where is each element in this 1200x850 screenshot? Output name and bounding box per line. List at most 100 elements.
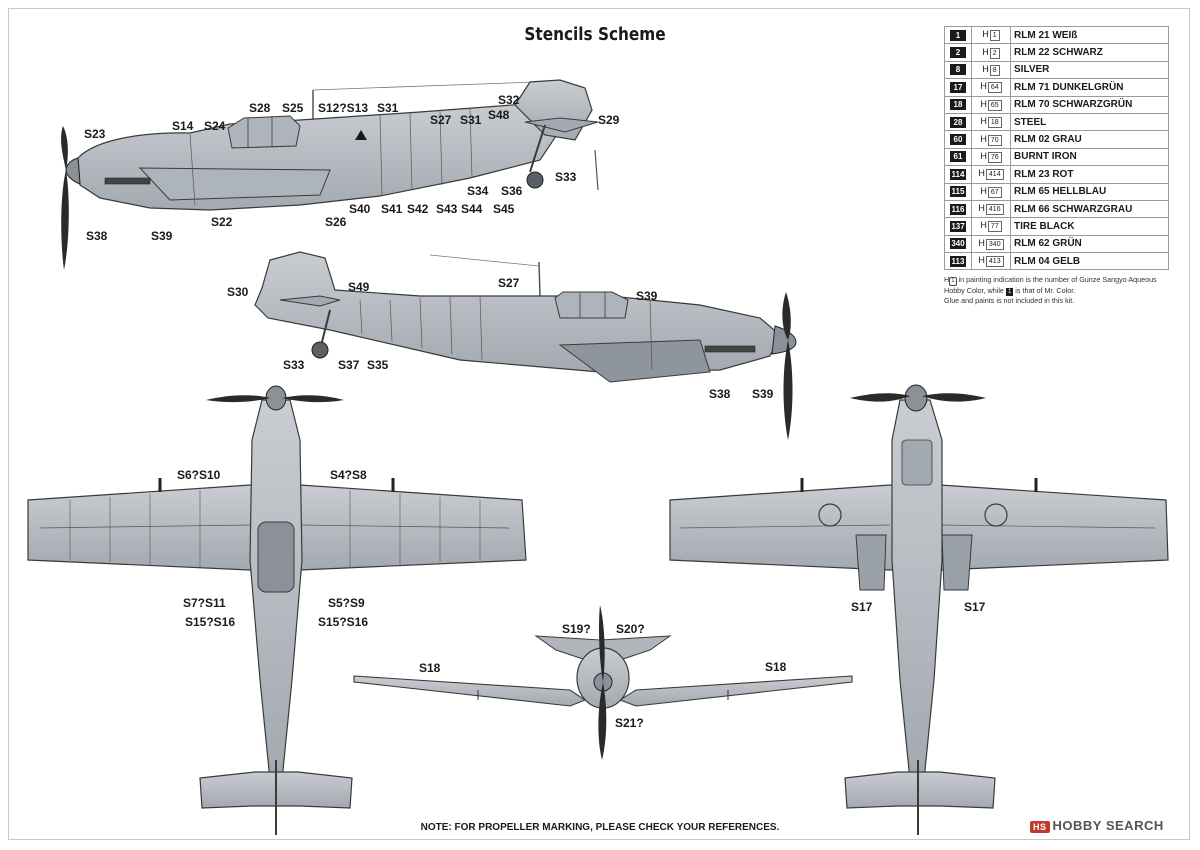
color-name: RLM 23 ROT: [1010, 165, 1169, 184]
label-front-view: S20?: [616, 622, 645, 636]
hobby-color-number: 414: [985, 169, 1004, 181]
footnote-line2a: Hobby Color, while: [944, 286, 1004, 295]
color-name: RLM 71 DUNKELGRÜN: [1010, 78, 1169, 97]
label-side-right: S38: [709, 387, 731, 401]
label-top-view: S4?S8: [330, 468, 367, 482]
label-front-view: S19?: [562, 622, 591, 636]
label-side-left: S40: [349, 202, 371, 216]
hobby-color-number: 8: [989, 64, 1000, 76]
label-side-left: S41: [381, 202, 403, 216]
mr-color-cell: 114: [944, 165, 972, 184]
color-name: RLM 04 GELB: [1010, 252, 1169, 271]
mr-color-number: 114: [950, 168, 966, 180]
label-side-left: S24: [204, 119, 226, 133]
color-name: RLM 65 HELLBLAU: [1010, 182, 1169, 201]
label-side-left: S31: [460, 113, 482, 127]
label-side-left: S22: [211, 215, 233, 229]
label-side-left: S25: [282, 101, 304, 115]
label-side-right: S39: [636, 289, 658, 303]
hobby-color-number: 65: [987, 99, 1002, 111]
mr-color-cell: 17: [944, 78, 972, 97]
side-view-right: [254, 251, 797, 440]
mr-color-cell: 113: [944, 252, 972, 271]
label-side-left: S48: [488, 108, 510, 122]
hobby-color-number: 64: [987, 82, 1002, 94]
mr-color-cell: 60: [944, 130, 972, 149]
color-name: BURNT IRON: [1010, 147, 1169, 167]
label-bottom-view: S17: [851, 600, 873, 614]
label-side-left: S31: [377, 101, 399, 115]
color-name: STEEL: [1010, 112, 1169, 132]
label-front-view: S18: [765, 660, 787, 674]
label-side-right: S39: [752, 387, 774, 401]
label-side-right: S49: [348, 280, 370, 294]
label-top-view: S5?S9: [328, 596, 365, 610]
label-top-view: S6?S10: [177, 468, 221, 482]
label-side-right: S27: [498, 276, 520, 290]
color-name: RLM 22 SCHWARZ: [1010, 43, 1169, 62]
hobby-color-number: 416: [985, 204, 1004, 216]
label-side-left: S38: [86, 229, 108, 243]
label-top-view: S15?S16: [185, 615, 235, 629]
mr-color-cell: 116: [944, 199, 972, 219]
page-border: [8, 8, 1190, 840]
mr-color-cell: 18: [944, 95, 972, 114]
label-side-left: S32: [498, 93, 520, 107]
label-side-right: S30: [227, 285, 249, 299]
hobby-color-number: 18: [987, 117, 1002, 129]
hobby-color-number: 67: [987, 186, 1002, 198]
label-side-left: S14: [172, 119, 194, 133]
mr-color-cell: 28: [944, 112, 972, 132]
mr-color-number: 28: [950, 116, 966, 128]
label-front-view: S21?: [615, 716, 644, 730]
color-name: RLM 70 SCHWARZGRÜN: [1010, 95, 1169, 114]
mr-color-number: 17: [950, 81, 966, 93]
mr-color-number: 115: [950, 186, 966, 198]
mr-color-number: 113: [950, 255, 966, 267]
label-side-left: S44: [461, 202, 483, 216]
top-view: [27, 385, 527, 835]
footnote-h-prefix: H: [944, 275, 950, 284]
hobby-color-number: 413: [985, 256, 1004, 268]
label-side-left: S36: [501, 184, 523, 198]
mr-color-number: 1: [950, 29, 966, 41]
label-side-right: S37: [338, 358, 360, 372]
hobby-color-number: 1: [989, 30, 1000, 42]
label-top-view: S15?S16: [318, 615, 368, 629]
propeller-note: NOTE: FOR PROPELLER MARKING, PLEASE CHEC…: [420, 822, 780, 833]
hobby-color-number: 77: [987, 221, 1002, 233]
mr-color-number: 60: [950, 134, 966, 146]
mr-color-number: 137: [950, 220, 966, 232]
label-side-left: S45: [493, 202, 515, 216]
hobby-color-number: 70: [987, 134, 1002, 146]
footnote-line2b: is that of Mr. Color.: [1015, 286, 1076, 295]
mr-color-cell: 115: [944, 182, 972, 201]
mr-color-number: 2: [950, 47, 966, 59]
footnote-line3: Glue and paints is not included in this …: [944, 296, 1075, 305]
label-side-left: S34: [467, 184, 489, 198]
mr-color-number: 61: [950, 151, 966, 163]
color-name: RLM 02 GRAU: [1010, 130, 1169, 149]
color-name: SILVER: [1010, 60, 1169, 80]
bottom-view: [669, 384, 1169, 835]
watermark-text: HOBBY SEARCH: [1052, 818, 1164, 833]
color-name: TIRE BLACK: [1010, 217, 1169, 236]
label-side-right: S33: [283, 358, 305, 372]
